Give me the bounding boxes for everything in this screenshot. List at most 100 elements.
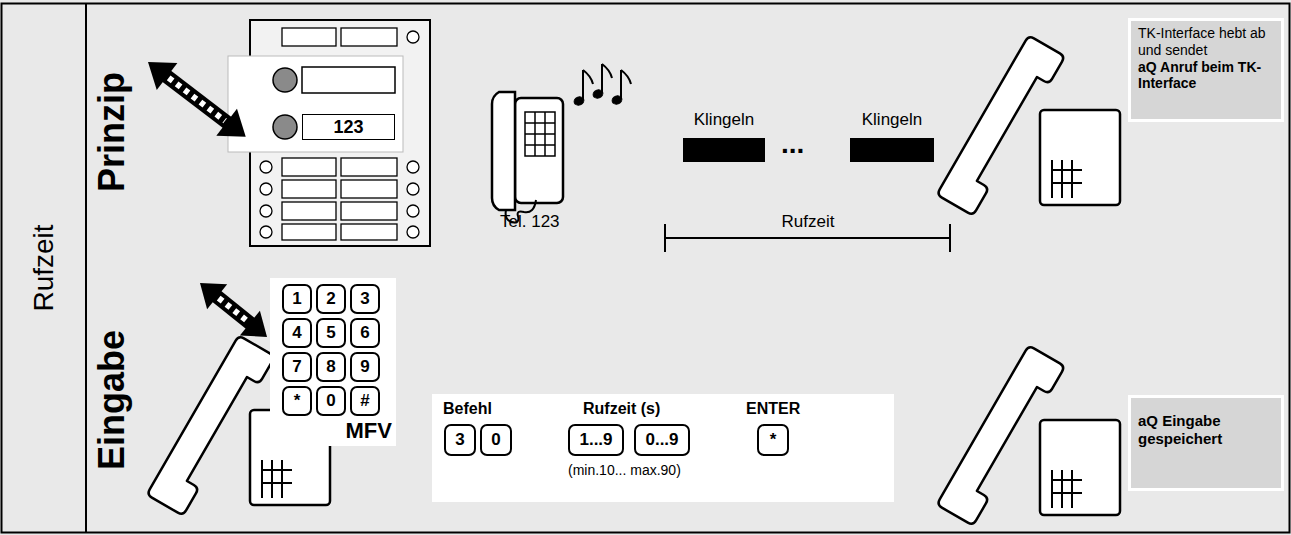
time-bracket: [949, 224, 951, 252]
side-title: Rufzeit: [28, 224, 60, 311]
time-bracket: [664, 224, 666, 252]
intercom-panel: [407, 205, 419, 217]
input-panel: [432, 394, 894, 502]
keypad-key: 3: [350, 284, 380, 314]
music-notes: [602, 64, 612, 78]
dtmf-keypad: MFV 1 2 3 4 5 6 7 8 9 * 0 #: [270, 278, 396, 446]
row-heading: Eingabe: [91, 330, 132, 470]
node-text: 6: [360, 323, 369, 343]
keypad-key: 1: [282, 284, 312, 314]
keypad-key: 8: [316, 352, 346, 382]
keypad-key: #: [350, 386, 380, 416]
intercom-panel: [282, 202, 336, 220]
intercom-panel: [282, 224, 336, 240]
intercom-panel: [260, 183, 272, 195]
ring-bar: [683, 138, 765, 162]
frame: [2, 4, 1290, 533]
intercom-panel: [282, 180, 336, 198]
intercom-panel: [407, 226, 419, 238]
node-text: *: [770, 430, 777, 450]
intercom-panel: [260, 205, 272, 217]
double-arrow: [210, 289, 258, 331]
node-text: 3: [455, 430, 464, 450]
desk-telephone: [525, 112, 555, 156]
node-text: *: [294, 391, 301, 411]
node-text: 5: [326, 323, 335, 343]
node-text: 123: [333, 117, 363, 138]
intercom-panel: [302, 67, 395, 93]
input-key: 3: [444, 424, 476, 456]
intercom-panel: [273, 115, 297, 139]
intercom-panel: [341, 158, 397, 176]
node-text: TK-Interface hebt ab und sendet: [1138, 25, 1274, 59]
music-notes: [601, 64, 603, 93]
intercom-panel: [341, 28, 397, 46]
intercom-panel: [407, 31, 419, 43]
frame: [2, 3, 1290, 533]
desk-telephone: [492, 92, 515, 210]
input-key: 0...9: [634, 424, 690, 456]
intercom-panel: [260, 161, 272, 173]
row-heading: Prinzip: [91, 72, 132, 192]
ellipsis: ...: [781, 128, 804, 160]
node-text: 4: [292, 323, 301, 343]
handset-symbol: [937, 345, 1120, 525]
desk-telephone: [515, 98, 563, 203]
node-text: 2: [326, 289, 335, 309]
keypad-key: 5: [316, 318, 346, 348]
input-key: 0: [480, 424, 512, 456]
ring-bar: [850, 138, 934, 162]
keypad-key: 4: [282, 318, 312, 348]
double-arrow: [219, 298, 249, 322]
node-text: #: [360, 391, 369, 411]
intercom-panel: [273, 68, 297, 92]
name-plate: 123: [302, 114, 395, 140]
intercom-panel: [407, 161, 419, 173]
enter-key: *: [757, 424, 789, 456]
ring-pulse: Klingeln: [850, 110, 934, 162]
keypad-key: 7: [282, 352, 312, 382]
node-text: 3: [360, 289, 369, 309]
node-text: Klingeln: [850, 110, 934, 130]
node-text: 0: [326, 391, 335, 411]
handset-symbol: [937, 35, 1120, 215]
node-text: aQ Eingabe gespeichert: [1138, 412, 1274, 448]
node-text: 0...9: [645, 430, 678, 450]
node-text: 1...9: [579, 430, 612, 450]
input-key: 1...9: [568, 424, 624, 456]
node-text: 1: [292, 289, 301, 309]
keypad-key: 9: [350, 352, 380, 382]
field-heading: Befehl: [443, 400, 492, 418]
frame: [85, 3, 87, 533]
music-notes: [620, 70, 622, 99]
range-note: (min.10... max.90): [568, 462, 681, 478]
time-bracket: [665, 237, 950, 239]
double-arrow: [160, 69, 234, 131]
keypad-key: 6: [350, 318, 380, 348]
node-text: 8: [326, 357, 335, 377]
music-notes: [621, 70, 631, 84]
intercom-panel: [341, 180, 397, 198]
field-heading: ENTER: [746, 400, 800, 418]
node-text: 7: [292, 357, 301, 377]
desk-telephone: [492, 92, 563, 222]
keypad-key: 2: [316, 284, 346, 314]
music-notes: [582, 70, 584, 100]
ring-pulse: Klingeln: [683, 110, 765, 162]
double-arrow: [190, 271, 277, 350]
node-text: 9: [360, 357, 369, 377]
intercom-panel: [341, 224, 397, 240]
music-notes: [583, 70, 593, 84]
intercom-panel: [282, 158, 336, 176]
interval-label: Rufzeit: [782, 212, 835, 232]
node-text: Klingeln: [683, 110, 765, 130]
node-text: aQ Anruf beim TK-Interface: [1138, 59, 1274, 93]
intercom-panel: [260, 226, 272, 238]
intercom-panel: [228, 56, 403, 152]
keypad-key: *: [282, 386, 312, 416]
double-arrow: [138, 48, 256, 150]
node-text: MFV: [346, 418, 392, 444]
phone-label: Tel. 123: [500, 212, 560, 232]
status-box: TK-Interface hebt ab und sendetaQ Anruf …: [1128, 18, 1284, 122]
